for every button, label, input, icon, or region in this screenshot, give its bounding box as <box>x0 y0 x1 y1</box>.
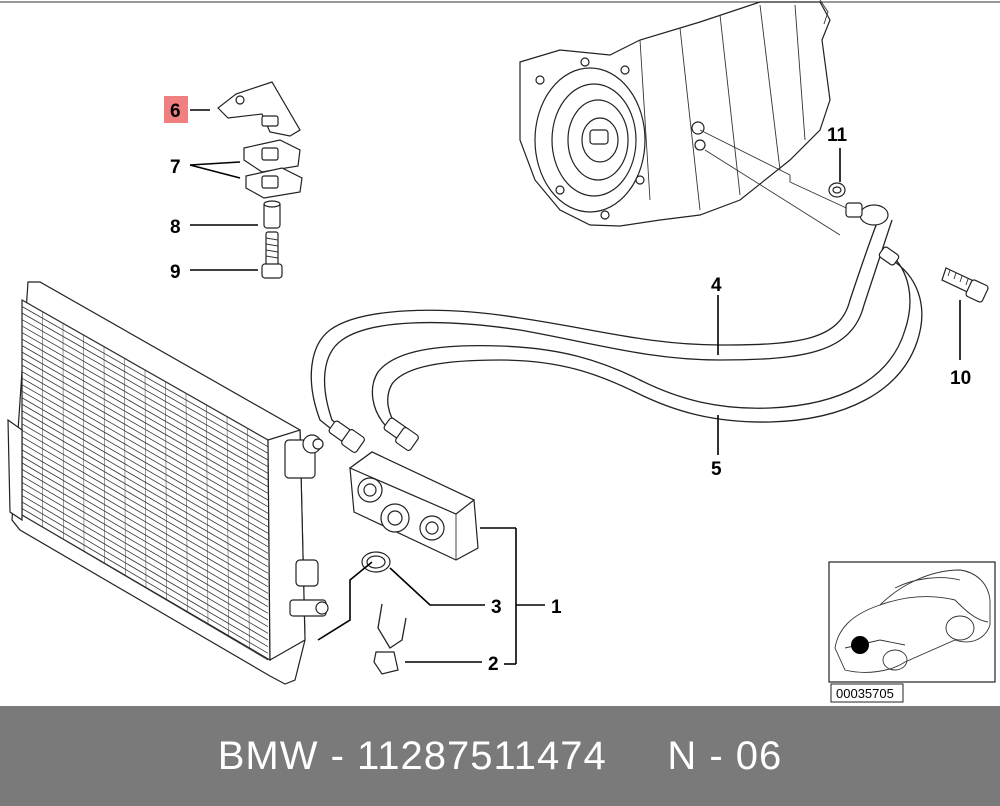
radiator-fin <box>226 416 229 636</box>
inset-code: 00035705 <box>836 686 894 701</box>
radiator-fin <box>124 358 126 576</box>
footer-sep-1: - <box>318 733 357 778</box>
radiator-fin <box>247 428 250 648</box>
label-10: 10 <box>950 368 971 389</box>
radiator-fin <box>21 482 269 628</box>
label-5: 5 <box>711 459 722 480</box>
oil-cooler-hoses <box>310 202 923 453</box>
radiator-fin <box>21 495 269 641</box>
label-6: 6 <box>170 101 181 122</box>
bracket <box>217 81 301 137</box>
bolt-large <box>941 267 989 303</box>
seal-ring <box>361 551 391 573</box>
label-8: 8 <box>170 217 181 238</box>
leader-lines <box>189 109 961 665</box>
connector-line-a <box>699 129 856 213</box>
label-9: 9 <box>170 262 181 283</box>
highlight-box <box>164 96 188 123</box>
transmission <box>519 0 831 227</box>
radiator-fin <box>83 334 85 552</box>
label-2: 2 <box>488 654 499 675</box>
radiator-fin <box>165 381 167 600</box>
footer-gap <box>607 734 668 778</box>
parts-diagram: 6 7 8 9 11 4 5 10 3 1 2 00035705 <box>0 0 1000 703</box>
radiator-fin <box>21 514 269 661</box>
radiator-fin <box>21 488 269 634</box>
radiator-fin <box>144 369 147 588</box>
footer-part-number: 11287511474 <box>357 733 607 778</box>
footer-sep-2: - <box>697 733 736 778</box>
radiator-fin <box>21 475 269 621</box>
footer-n-value: 06 <box>735 733 783 778</box>
footer-bar: BMW - 11287511474 N - 06 <box>0 706 1000 806</box>
bolt-small <box>261 231 283 279</box>
radiator-fin <box>21 501 269 648</box>
label-4: 4 <box>711 275 722 296</box>
radiator <box>7 281 329 685</box>
footer-brand: BMW <box>217 733 319 778</box>
footer-n-label: N <box>667 733 698 778</box>
vehicle-location-inset: 00035705 <box>828 561 996 703</box>
o-ring <box>828 182 846 198</box>
label-1: 1 <box>551 597 562 618</box>
label-7: 7 <box>170 157 181 178</box>
radiator-fin <box>21 508 269 654</box>
radiator-fin <box>21 462 269 608</box>
oil-cooler <box>348 451 479 561</box>
spacer-sleeve <box>263 200 281 229</box>
label-3: 3 <box>491 597 502 618</box>
connector-line-b <box>704 149 841 236</box>
radiator-fin <box>206 404 209 624</box>
footer-title: BMW - 11287511474 N - 06 <box>218 734 783 779</box>
location-marker-icon <box>851 636 869 654</box>
radiator-fin <box>185 393 188 612</box>
rubber-mount <box>243 139 303 199</box>
clip <box>373 603 407 675</box>
label-11: 11 <box>827 125 848 146</box>
radiator-fin <box>21 469 269 614</box>
radiator-fin <box>103 346 105 564</box>
